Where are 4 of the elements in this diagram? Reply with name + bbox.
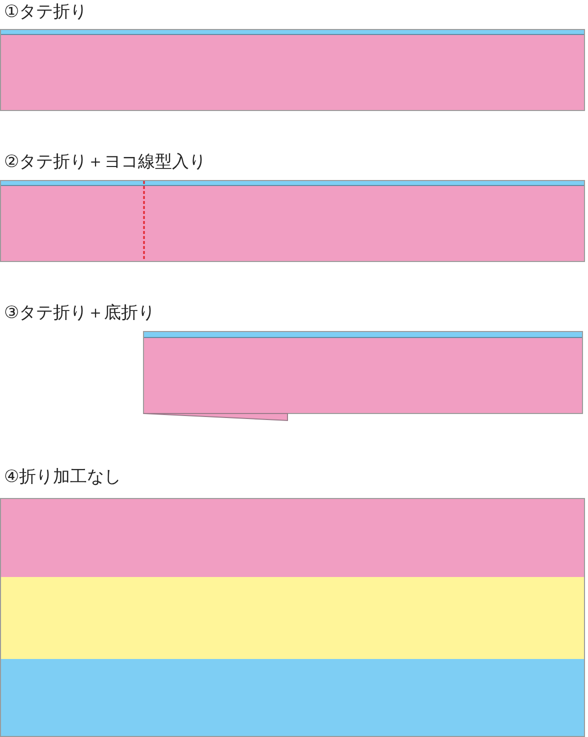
section-heading: ④折り加工なし <box>4 466 122 488</box>
section-heading: ③タテ折り＋底折り <box>4 302 156 324</box>
section-heading: ②タテ折り＋ヨコ線型入り <box>4 151 206 173</box>
section-heading: ①タテ折り <box>4 1 88 23</box>
